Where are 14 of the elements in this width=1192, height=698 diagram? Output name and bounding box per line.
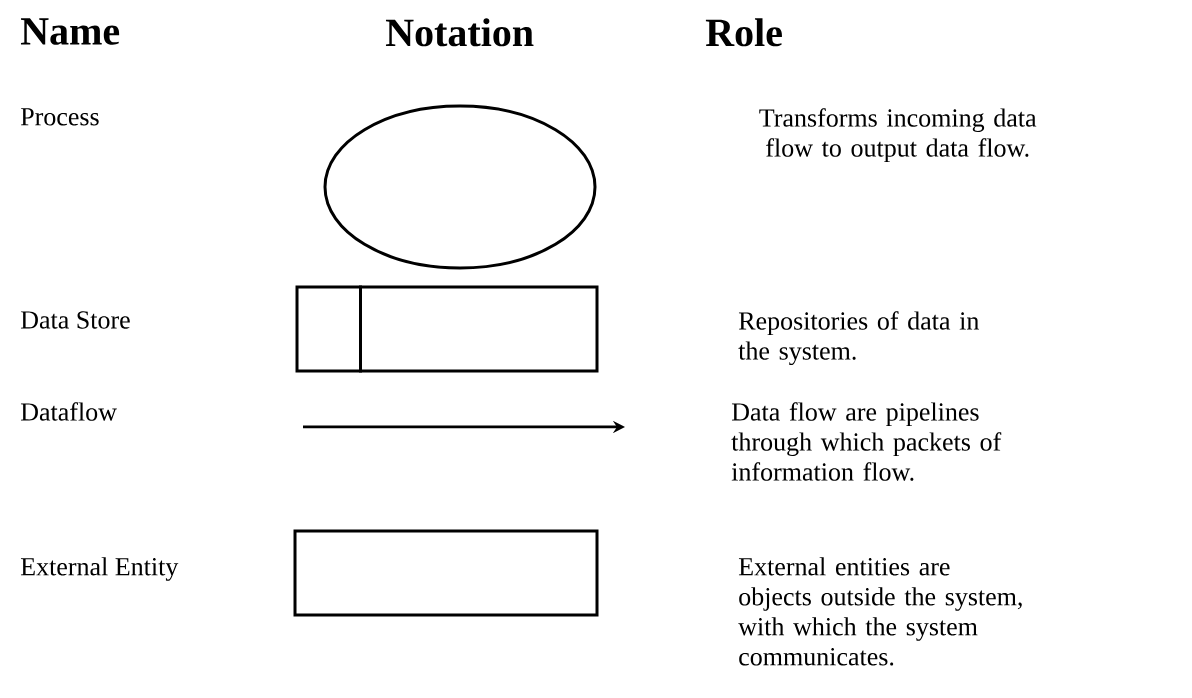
column-header: Role (705, 18, 782, 47)
role-description: Data flow are pipelines through which packets of information flow. (731, 402, 1002, 481)
column-header: Notation (386, 18, 534, 47)
entity-box (293, 529, 599, 617)
role-description: Repositories of data in the system. (738, 311, 979, 366)
row-name: Process (20, 108, 99, 126)
process-ellipse (323, 104, 597, 270)
row-name: External Entity (20, 557, 179, 581)
role-description: External entities are objects outside the system, with which the system communicates. (738, 557, 1022, 666)
row-name: Data Store (20, 311, 130, 329)
role-description: Transforms incoming data flow to output data flow. (759, 108, 1037, 163)
data-store-symbol (295, 285, 599, 373)
column-header: Name (21, 18, 120, 45)
row-name: Dataflow (20, 402, 117, 421)
